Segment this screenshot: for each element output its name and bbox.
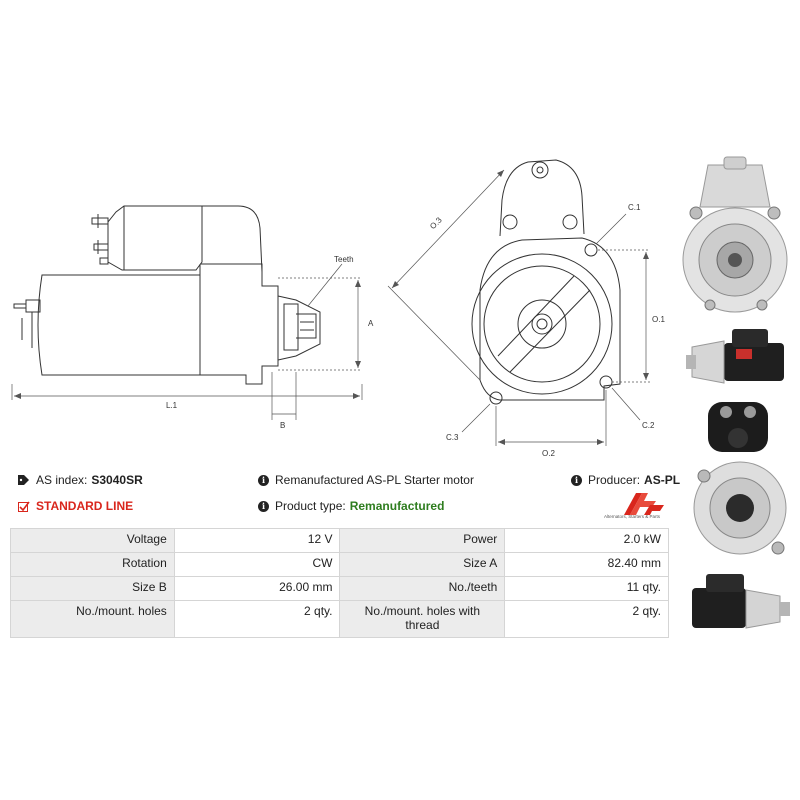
as-index: AS index: S3040SR [18,473,143,487]
checkbox-icon [18,501,30,512]
spec-value: CW [173,552,341,577]
product-photo-top [692,574,790,629]
spec-value: 2 qty. [504,600,669,638]
table-row: Size B 26.00 mm No./teeth 11 qty. [10,576,669,601]
spec-label: Rotation [10,552,175,577]
producer-value: AS-PL [644,473,681,487]
spec-value: 2.0 kW [504,528,669,553]
product-description: i Remanufactured AS-PL Starter motor [258,473,474,487]
spec-value: 12 V [173,528,341,553]
producer: i Producer: AS-PL [571,473,680,487]
logo-tagline: Alternators, Starters & Parts [604,514,661,519]
as-index-label: AS index: [36,473,88,487]
product-photo-side [686,329,784,384]
spec-label: No./teeth [339,576,506,601]
spec-value: 26.00 mm [173,576,341,601]
standard-line-label: STANDARD LINE [36,499,134,513]
label-c2: C.2 [642,421,655,430]
label-teeth: Teeth [334,255,354,264]
front-view-drawing: O.3 C.1 O.1 C.2 C.3 O.2 [387,159,665,458]
product-photo-front [682,156,788,313]
as-pl-logo [624,493,664,515]
producer-label: Producer: [588,473,641,487]
info-icon: i [258,500,269,512]
spec-table: Voltage 12 V Power 2.0 kW Rotation CW Si… [10,528,669,638]
spec-label: No./mount. holes with thread [339,600,506,638]
spec-label: Power [339,528,506,553]
spec-value: 11 qty. [504,576,669,601]
side-view-drawing: Teeth A L.1 B [11,205,374,430]
label-o1: O.1 [652,315,665,324]
spec-label: No./mount. holes [10,600,175,638]
description-text: Remanufactured AS-PL Starter motor [275,473,474,487]
product-type-label: Product type: [275,499,346,513]
spec-label: Voltage [10,528,175,553]
product-type: i Product type: Remanufactured [258,499,444,513]
standard-line: STANDARD LINE [18,499,133,513]
label-size-b: B [280,421,285,430]
spec-value: 2 qty. [173,600,341,638]
table-row: No./mount. holes 2 qty. No./mount. holes… [10,600,669,638]
spec-label: Size B [10,576,175,601]
label-c1: C.1 [628,203,641,212]
table-row: Voltage 12 V Power 2.0 kW [10,528,669,553]
product-photo-rear [693,402,787,555]
spec-label: Size A [339,552,506,577]
info-icon: i [258,474,269,486]
label-o2: O.2 [542,449,555,458]
label-c3: C.3 [446,433,459,442]
as-index-value: S3040SR [91,473,143,487]
label-length: L.1 [166,401,178,410]
label-o3: O.3 [428,215,444,231]
tag-icon [18,475,29,485]
spec-value: 82.40 mm [504,552,669,577]
table-row: Rotation CW Size A 82.40 mm [10,552,669,577]
label-size-a: A [368,319,374,328]
product-type-value: Remanufactured [349,499,445,513]
info-icon: i [571,474,582,486]
